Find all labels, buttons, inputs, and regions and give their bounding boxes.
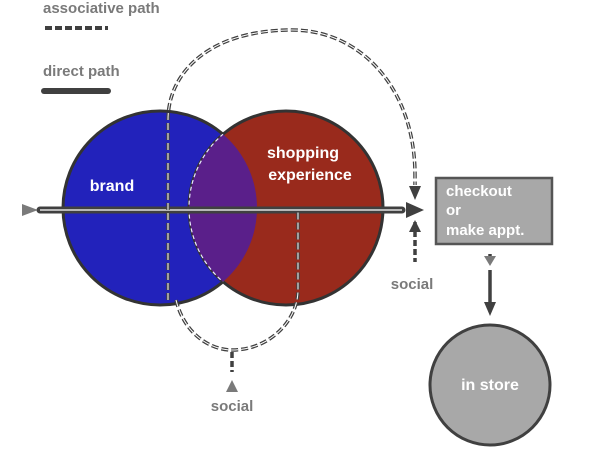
in-store-label: in store	[461, 377, 519, 394]
associative-top-arrowhead	[409, 186, 421, 200]
associative-path-top-highlight	[167, 29, 416, 300]
social-right-label: social	[391, 276, 434, 293]
checkout-to-store-arrowhead	[484, 302, 496, 316]
checkout-label-line3: make appt.	[446, 222, 524, 239]
checkout-label-line2: or	[446, 202, 461, 219]
checkout-label-line1: checkout	[446, 183, 512, 200]
venn-overlap	[189, 111, 257, 305]
associative-path-bottom-highlight	[175, 212, 299, 351]
social-right-arrowhead	[409, 220, 421, 232]
direct-path-start-arrow	[22, 204, 38, 216]
social-bottom-arrow	[226, 380, 238, 392]
legend-direct-label: direct path	[43, 63, 120, 80]
shopping-label-line2: experience	[268, 167, 352, 184]
social-bottom-label: social	[211, 398, 254, 415]
shopping-label-line1: shopping	[267, 145, 339, 162]
checkout-to-store-tail-arrow	[484, 256, 496, 266]
in-store-circle	[428, 323, 552, 447]
direct-path-arrowhead	[406, 202, 424, 218]
brand-label: brand	[90, 178, 134, 195]
legend-associative-label: associative path	[43, 0, 160, 17]
checkout-box	[434, 176, 554, 246]
